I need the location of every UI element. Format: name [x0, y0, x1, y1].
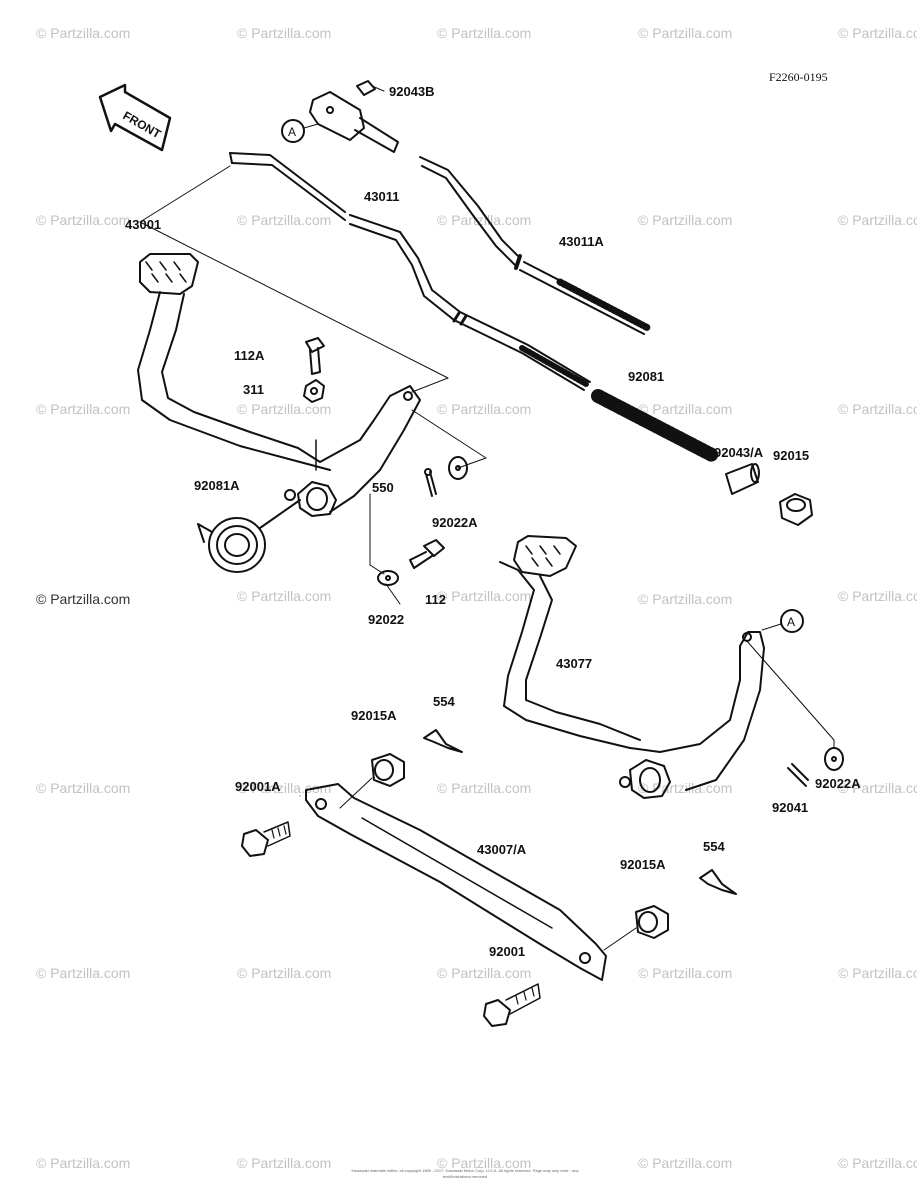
brake-pedal-43077: [499, 535, 765, 799]
figure-code: F2260-0195: [769, 70, 828, 84]
cotter-pin-550: [424, 468, 437, 497]
copyright-footer: Kawasaki materials within, all copyright…: [351, 1168, 579, 1179]
watermark: © Partzilla.com: [237, 780, 332, 796]
watermark: © Partzilla.com: [36, 1155, 131, 1171]
watermark: © Partzilla.com: [638, 780, 733, 796]
watermark: © Partzilla.com: [36, 401, 131, 417]
part-label: 43011: [364, 189, 400, 204]
part-label: 92041: [772, 800, 809, 815]
watermark: © Partzilla.com: [437, 780, 532, 796]
watermark: © Partzilla.com: [838, 25, 917, 41]
callout-a-top: A: [281, 119, 319, 143]
part-label: 550: [372, 480, 394, 495]
part-label: 92022: [368, 612, 405, 627]
part-label: 92043B: [389, 84, 435, 99]
watermark: © Partzilla.com: [237, 965, 332, 981]
watermark: © Partzilla.com: [36, 212, 131, 228]
watermark: © Partzilla.com: [36, 965, 131, 981]
washer-92022: [377, 570, 399, 586]
watermark: © Partzilla.com: [838, 965, 917, 981]
part-label: 43007/A: [477, 842, 527, 857]
watermark: © Partzilla.com: [638, 965, 733, 981]
watermark: © Partzilla.com: [437, 965, 532, 981]
part-label: 92015: [773, 448, 810, 463]
watermark: © Partzilla.com: [237, 25, 332, 41]
watermark: © Partzilla.com: [638, 591, 733, 607]
brake-rod-43011a: [419, 156, 652, 335]
part-label: 112A: [234, 348, 265, 363]
collar-92043a: [725, 463, 760, 495]
svg-text:A: A: [787, 615, 795, 629]
watermark: © Partzilla.com: [838, 401, 917, 417]
watermark: © Partzilla.com: [638, 212, 733, 228]
part-label: 92015A: [351, 708, 397, 723]
part-label: 92043/A: [714, 445, 764, 460]
part-label: 112: [425, 592, 446, 607]
leader-lines: [139, 165, 835, 951]
watermark: © Partzilla.com: [237, 588, 332, 604]
watermark: © Partzilla.com: [437, 588, 532, 604]
watermark: © Partzilla.com: [437, 212, 532, 228]
clip-554: [423, 729, 463, 753]
watermark: © Partzilla.com: [638, 25, 733, 41]
front-arrow-icon: FRONT: [98, 83, 172, 152]
part-label: 554: [433, 694, 455, 709]
part-label: 92022A: [815, 776, 861, 791]
watermark: © Partzilla.com: [237, 1155, 332, 1171]
brake-pedal-43001: [137, 253, 421, 517]
part-label: 92022A: [432, 515, 478, 530]
part-label: 43001: [125, 217, 162, 232]
torsion-spring-92081a: [197, 499, 301, 573]
part-label: 43077: [556, 656, 593, 671]
part-label: 92015A: [620, 857, 666, 872]
watermark: © Partzilla.com: [437, 25, 532, 41]
part-label: 92081A: [194, 478, 240, 493]
part-label: 554: [703, 839, 725, 854]
watermark: © Partzilla.com: [838, 212, 917, 228]
part-label: 311: [243, 382, 264, 397]
part-label: 43011A: [559, 234, 604, 249]
link-rod-43007a: [305, 783, 607, 981]
watermark: © Partzilla.com: [437, 1155, 532, 1171]
part-label: 92001A: [235, 779, 281, 794]
brake-rod-43011: [229, 152, 591, 391]
bolt-112a: [305, 337, 325, 375]
part-label: 92081: [628, 369, 665, 384]
watermark: © Partzilla.com: [237, 212, 332, 228]
watermark: © Partzilla.com: [838, 780, 917, 796]
spring-92081: [591, 389, 719, 462]
part-label: 92001: [489, 944, 526, 959]
watermark: © Partzilla.com: [638, 1155, 733, 1171]
nut-92015: [779, 493, 813, 526]
callout-a-right: A: [761, 609, 804, 633]
svg-text:A: A: [288, 125, 296, 139]
watermark: © Partzilla.com: [838, 588, 917, 604]
clip-554-right: [699, 869, 737, 895]
watermark: © Partzilla.com: [36, 25, 131, 41]
watermark: © Partzilla.com: [237, 401, 332, 417]
pin-92041: [787, 763, 809, 787]
bolt-112: [409, 539, 445, 569]
watermark: © Partzilla.com: [36, 591, 131, 607]
washer-92022a-right: [824, 747, 844, 771]
nut-311: [303, 379, 325, 403]
watermark: © Partzilla.com: [437, 401, 532, 417]
watermark: © Partzilla.com: [36, 780, 131, 796]
washer-92022a: [448, 456, 468, 480]
bolt-92001a: [241, 821, 291, 857]
svg-text:FRONT: FRONT: [121, 108, 164, 141]
watermark: © Partzilla.com: [638, 401, 733, 417]
collar-92015a: [371, 753, 405, 787]
collar-92015a-right: [635, 905, 669, 939]
clevis-pin-92043b: [309, 80, 399, 153]
watermark: © Partzilla.com: [838, 1155, 917, 1171]
bolt-92001: [483, 983, 541, 1027]
